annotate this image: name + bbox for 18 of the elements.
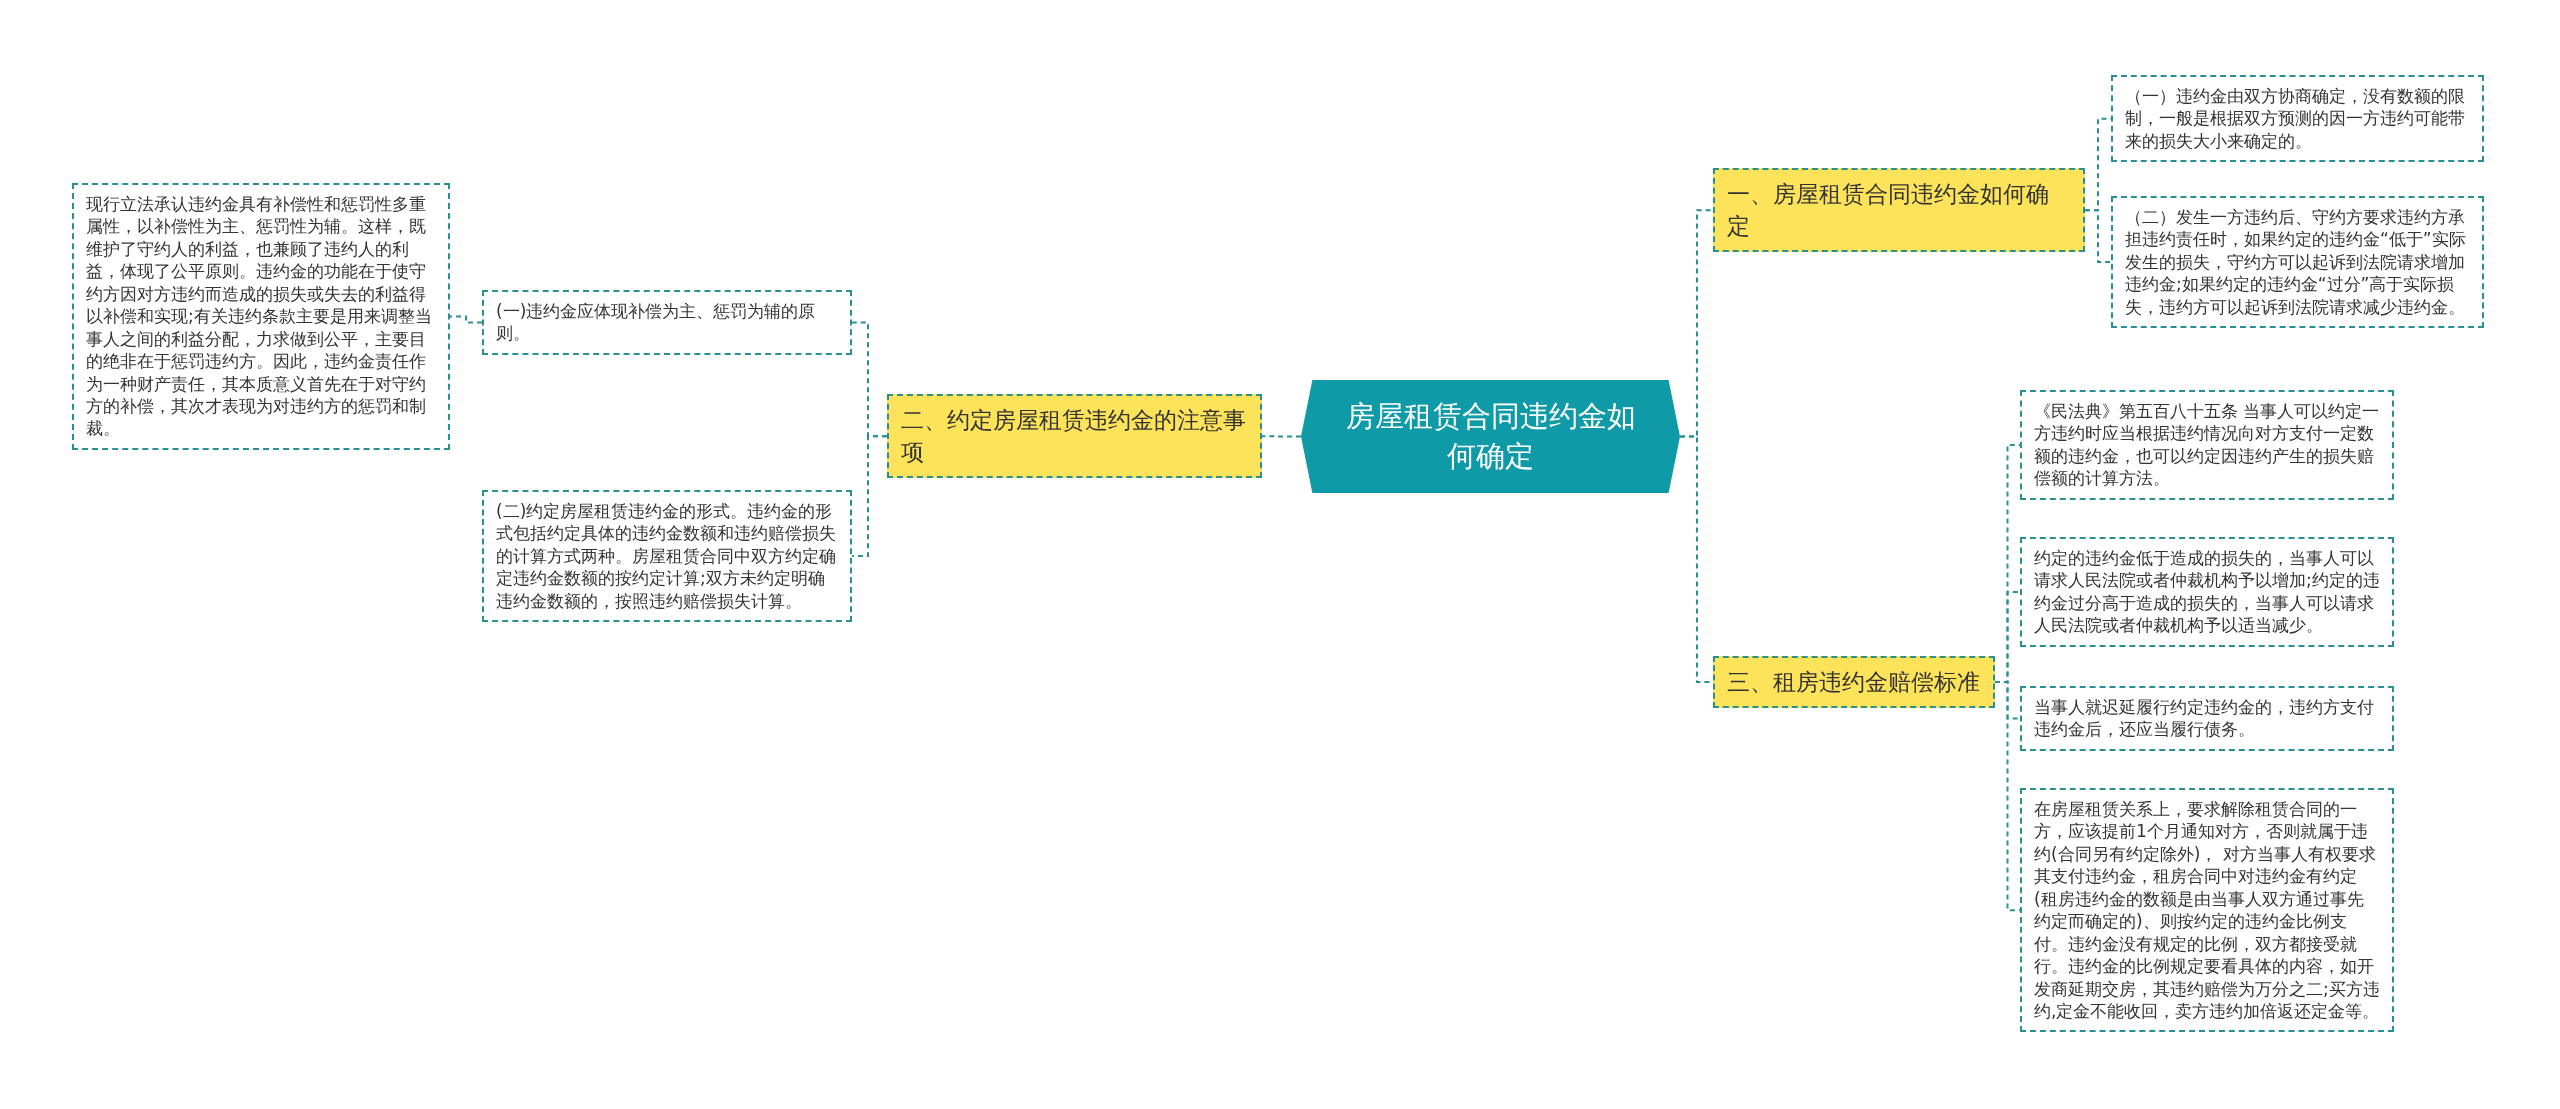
note-box: 《民法典》第五百八十五条 当事人可以约定一方违约时应当根据违约情况向对方支付一定数额的违约金，也可以约定因违约产生的损失赔偿额的计算方法。 bbox=[2020, 390, 2394, 500]
connector-line bbox=[851, 435, 888, 558]
note-box: (二)约定房屋租赁违约金的形式。违约金的形式包括约定具体的违约金数额和违约赔偿损失的计算方式两种。房屋租赁合同中双方约定确定违约金数额的按约定计算;双方未约定明确违约金数额的，按照违约赔偿损失计算。 bbox=[482, 490, 852, 623]
connector-line bbox=[449, 315, 483, 324]
connector-line bbox=[2084, 209, 2112, 264]
connector-line bbox=[1261, 435, 1302, 438]
note-box: (一)违约金应体现补偿为主、惩罚为辅的原则。 bbox=[482, 290, 852, 355]
note-box: 约定的违约金低于造成的损失的，当事人可以请求人民法院或者仲裁机构予以增加;约定的违约金过分高于造成的损失的，当事人可以请求人民法院或者仲裁机构予以适当减少。 bbox=[2020, 537, 2394, 647]
branch-topic: 三、租房违约金赔偿标准 bbox=[1713, 656, 1995, 709]
note-box: 在房屋租赁关系上，要求解除租赁合同的一方，应该提前1个月通知对方，否则就属于违约(合同另有约定除外)， 对方当事人有权要求其支付违约金，租房合同中对违约金有约定(租房违约金的数额是由当事人双方通过事先约定而确定的)、则按约定的违约金比例支付。违约金没有规定的比例，双方都接受就行。违约金的比例规定要看具体的内容，如开发商延期交房，其违约赔偿为万分之二;买方违约,定金不能收回，卖方违约加倍返还定金等。 bbox=[2020, 788, 2394, 1033]
note-box: （一）违约金由双方协商确定，没有数额的限制，一般是根据双方预测的因一方违约可能带来的损失大小来确定的。 bbox=[2111, 75, 2484, 163]
central-topic: 房屋租赁合同违约金如何确定 bbox=[1301, 380, 1680, 493]
note-box: （二）发生一方违约后、守约方要求违约方承担违约责任时，如果约定的违约金“低于”实际发生的损失，守约方可以起诉到法院请求增加违约金;如果约定的违约金“过分”高于实际损失，违约方可以起诉到法院请求减少违约金。 bbox=[2111, 196, 2484, 329]
note-box: 当事人就迟延履行约定违约金的，违约方支付违约金后，还应当履行债务。 bbox=[2020, 686, 2394, 751]
connector-line bbox=[1994, 681, 2021, 912]
branch-topic: 二、约定房屋租赁违约金的注意事项 bbox=[887, 394, 1262, 479]
branch-topic: 一、房屋租赁合同违约金如何确定 bbox=[1713, 168, 2085, 253]
note-box: 现行立法承认违约金具有补偿性和惩罚性多重属性，以补偿性为主、惩罚性为辅。这样，既维护了守约人的利益，也兼顾了违约人的利益，体现了公平原则。违约金的功能在于使守约方因对方违约而造成的损失或失去的利益得以补偿和实现;有关违约条款主要是用来调整当事人之间的利益分配，力求做到公平，主要目的绝非在于惩罚违约方。因此，违约金责任作为一种财产责任，其本质意义首先在于对守约方的补偿，其次才表现为对违约方的惩罚和制裁。 bbox=[72, 183, 450, 450]
